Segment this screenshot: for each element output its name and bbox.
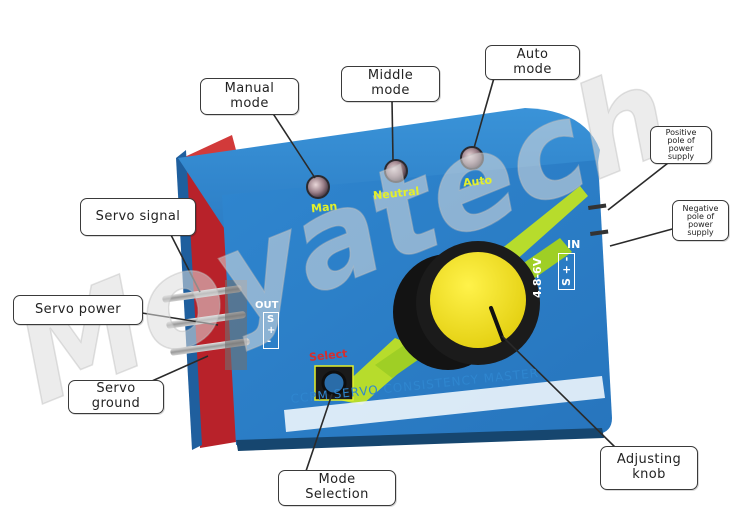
callout-positive-pole: Positive pole of power supply	[650, 126, 712, 164]
select-button	[321, 370, 347, 396]
in-pin-labels: S + -	[558, 252, 575, 290]
out-pin-labels: S + -	[263, 312, 280, 349]
callout-servo-ground: Servo ground	[68, 380, 164, 414]
adjusting-knob-graphic	[393, 241, 540, 370]
callout-servo-signal: Servo signal	[80, 198, 196, 236]
led-middle	[384, 159, 408, 183]
out-label: OUT	[255, 300, 279, 311]
leader-lines	[141, 77, 677, 475]
led-auto	[460, 146, 484, 170]
in-voltage-label: 4.8-6V	[531, 257, 544, 298]
callout-manual-mode: Manual mode	[200, 78, 299, 115]
bottom-lip	[236, 428, 604, 451]
output-pins	[162, 280, 250, 370]
input-pins	[587, 203, 609, 236]
lime-stripe-upper	[500, 186, 588, 262]
callout-mode-selection: Mode Selection	[278, 470, 396, 506]
callout-auto-mode: Auto mode	[485, 45, 580, 80]
callout-adjusting-knob: Adjusting knob	[600, 446, 698, 490]
bottom-banner	[284, 376, 605, 432]
callout-servo-power: Servo power	[13, 295, 143, 325]
led-manual	[306, 175, 330, 199]
callout-negative-pole: Negative pole of power supply	[672, 200, 729, 241]
in-label: IN	[567, 238, 581, 251]
led-label-man: Man	[310, 199, 338, 216]
callout-middle-mode: Middle mode	[341, 66, 440, 102]
